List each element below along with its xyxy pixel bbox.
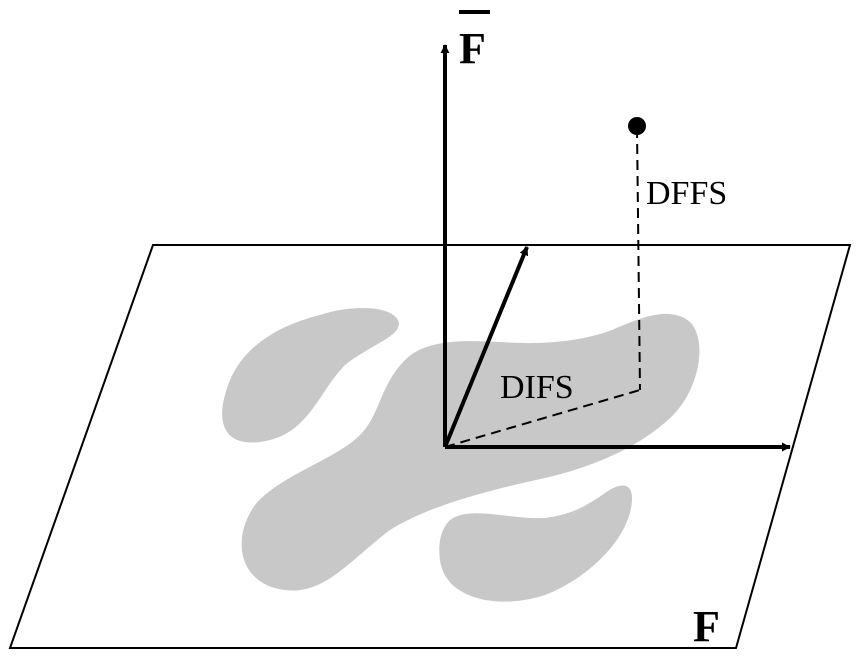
- cloud-lobe-upper-left: [222, 308, 399, 443]
- orthogonal-label-group: F: [459, 10, 490, 73]
- dffs-dashed-line: [636, 127, 641, 391]
- data-point: [628, 117, 646, 135]
- orthogonal-space-label: F: [459, 24, 486, 73]
- cloud-lobe-lower-right: [439, 485, 633, 602]
- cloud-body: [241, 313, 700, 591]
- subspace-diagonal-arrow: [443, 246, 529, 448]
- difs-dashed-line: [444, 389, 641, 448]
- dffs-label: DFFS: [646, 175, 727, 212]
- difs-label: DIFS: [500, 369, 574, 406]
- subspace-label: F: [693, 602, 720, 651]
- data-distribution-cloud: [222, 308, 700, 602]
